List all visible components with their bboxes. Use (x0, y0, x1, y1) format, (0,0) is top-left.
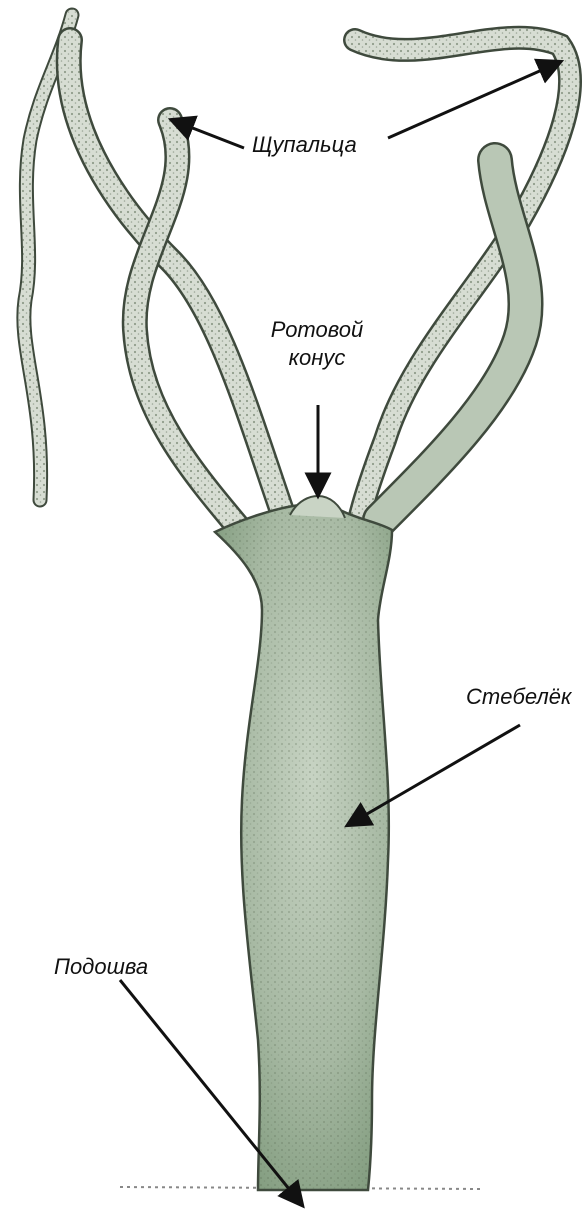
label-mouth-cone-line1: Ротовой (252, 316, 382, 344)
label-mouth-cone-line2: конус (252, 344, 382, 372)
mouth-cone (290, 496, 345, 518)
hydra-body (215, 500, 392, 1190)
label-sole: Подошва (54, 953, 148, 981)
arrow-tentacles-right (388, 62, 560, 138)
tentacle-right-thick (380, 160, 526, 520)
label-tentacles: Щупальца (252, 131, 357, 159)
label-stalk: Стебелёк (466, 683, 571, 711)
label-mouth-cone: Ротовой конус (252, 316, 382, 372)
